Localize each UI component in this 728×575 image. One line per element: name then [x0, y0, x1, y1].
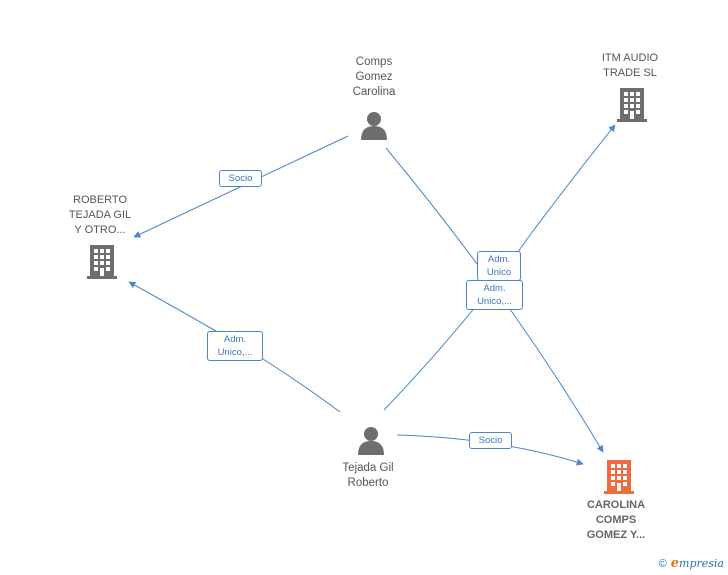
building-icon[interactable] — [616, 86, 648, 122]
person-icon[interactable] — [356, 425, 386, 455]
edge-label-adm-unico: Adm. Unico — [477, 251, 521, 281]
brand-logo: e — [670, 556, 680, 571]
node-label-roberto-company[interactable]: ROBERTO TEJADA GIL Y OTRO... — [68, 194, 132, 236]
edge-adm-comps-carolina — [385, 147, 604, 453]
node-label-itm[interactable]: ITM AUDIO TRADE SL — [601, 52, 659, 79]
edge-label-adm-unico: Adm. Unico,... — [466, 280, 523, 310]
brand-footer: ©empresia — [659, 556, 724, 571]
edge-label-socio: Socio — [219, 170, 262, 187]
edge-adm-tejada-itm — [383, 124, 616, 411]
brand-name: mpresia — [679, 557, 724, 570]
copyright-icon: © — [658, 558, 667, 570]
node-label-carolina-company[interactable]: CAROLINA COMPS GOMEZ Y... — [586, 499, 646, 541]
building-main-icon[interactable] — [603, 458, 635, 494]
person-icon[interactable] — [359, 110, 389, 140]
building-icon[interactable] — [86, 243, 118, 279]
node-label-comps[interactable]: Comps Gomez Carolina — [352, 56, 396, 98]
edge-label-adm-unico: Adm. Unico,... — [207, 331, 263, 361]
edge-label-socio: Socio — [469, 432, 512, 449]
node-label-tejada[interactable]: Tejada Gil Roberto — [342, 462, 394, 489]
